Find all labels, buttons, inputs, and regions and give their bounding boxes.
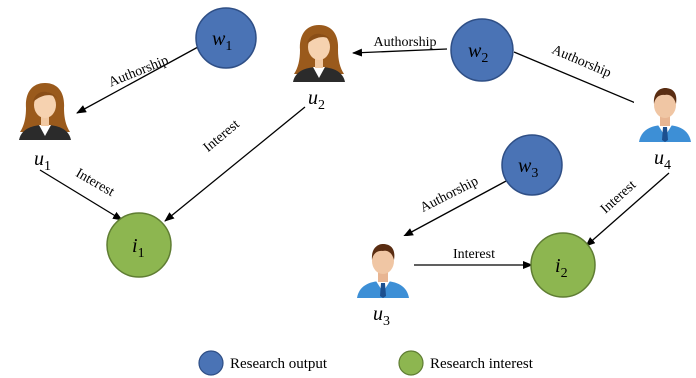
research-output-circle [195,7,257,69]
female-user-icon [288,20,350,82]
node-label-u4: u4 [654,147,671,173]
node-u3: u3 [352,236,414,329]
legend: Research output Research interest [198,350,534,376]
edge-w1-u1: Authorship [76,46,199,114]
research-interest-circle [530,232,596,298]
edge-label-u4-i2: Interest [598,178,639,217]
node-w3: w3 [501,134,563,196]
edge-w3-u3: Authorship [403,174,509,237]
node-label-w1: w1 [212,28,232,54]
edge-label-w3-u3: Authorship [418,174,481,216]
node-u4: u4 [634,80,696,173]
node-w1: w1 [195,7,257,69]
edge-u3-i2: Interest [414,247,533,269]
edge-label-u2-i1: Interest [201,117,243,156]
edge-u4-i2: Interest [585,172,670,247]
male-user-icon [352,236,414,298]
edge-label-u1-i1: Interest [73,166,117,200]
research-output-circle [501,134,563,196]
node-w2: w2 [450,18,514,82]
node-label-w2: w2 [468,40,488,66]
node-label-u3: u3 [373,303,390,329]
node-label-i1: i1 [132,235,145,261]
legend-label-research-interest: Research interest [430,356,534,372]
research-interest-circle [106,212,172,278]
edge-label-w2-u4: Authorship [549,43,613,81]
node-u1: u1 [14,78,76,174]
legend-swatch-research-output [198,350,224,376]
node-i2: i2 [530,232,596,298]
edge-w2-u4: Authorship [513,43,646,108]
edge-label-w1-u1: Authorship [107,53,171,91]
legend-swatch-research-interest [398,350,424,376]
node-u2: u2 [288,20,350,113]
research-output-circle [450,18,514,82]
edge-u1-i1: Interest [39,166,123,221]
node-label-i2: i2 [555,255,568,281]
legend-label-research-output: Research output [230,356,328,372]
node-i1: i1 [106,212,172,278]
male-user-icon [634,80,696,142]
node-label-u2: u2 [308,87,325,113]
node-label-w3: w3 [518,155,538,181]
edge-label-w2-u2: Authorship [374,35,437,50]
female-user-icon [14,78,76,140]
edge-u2-i1: Interest [164,106,306,222]
edge-w2-u2: Authorship [352,35,448,57]
node-label-u1: u1 [34,148,51,174]
edge-label-u3-i2: Interest [453,247,495,262]
